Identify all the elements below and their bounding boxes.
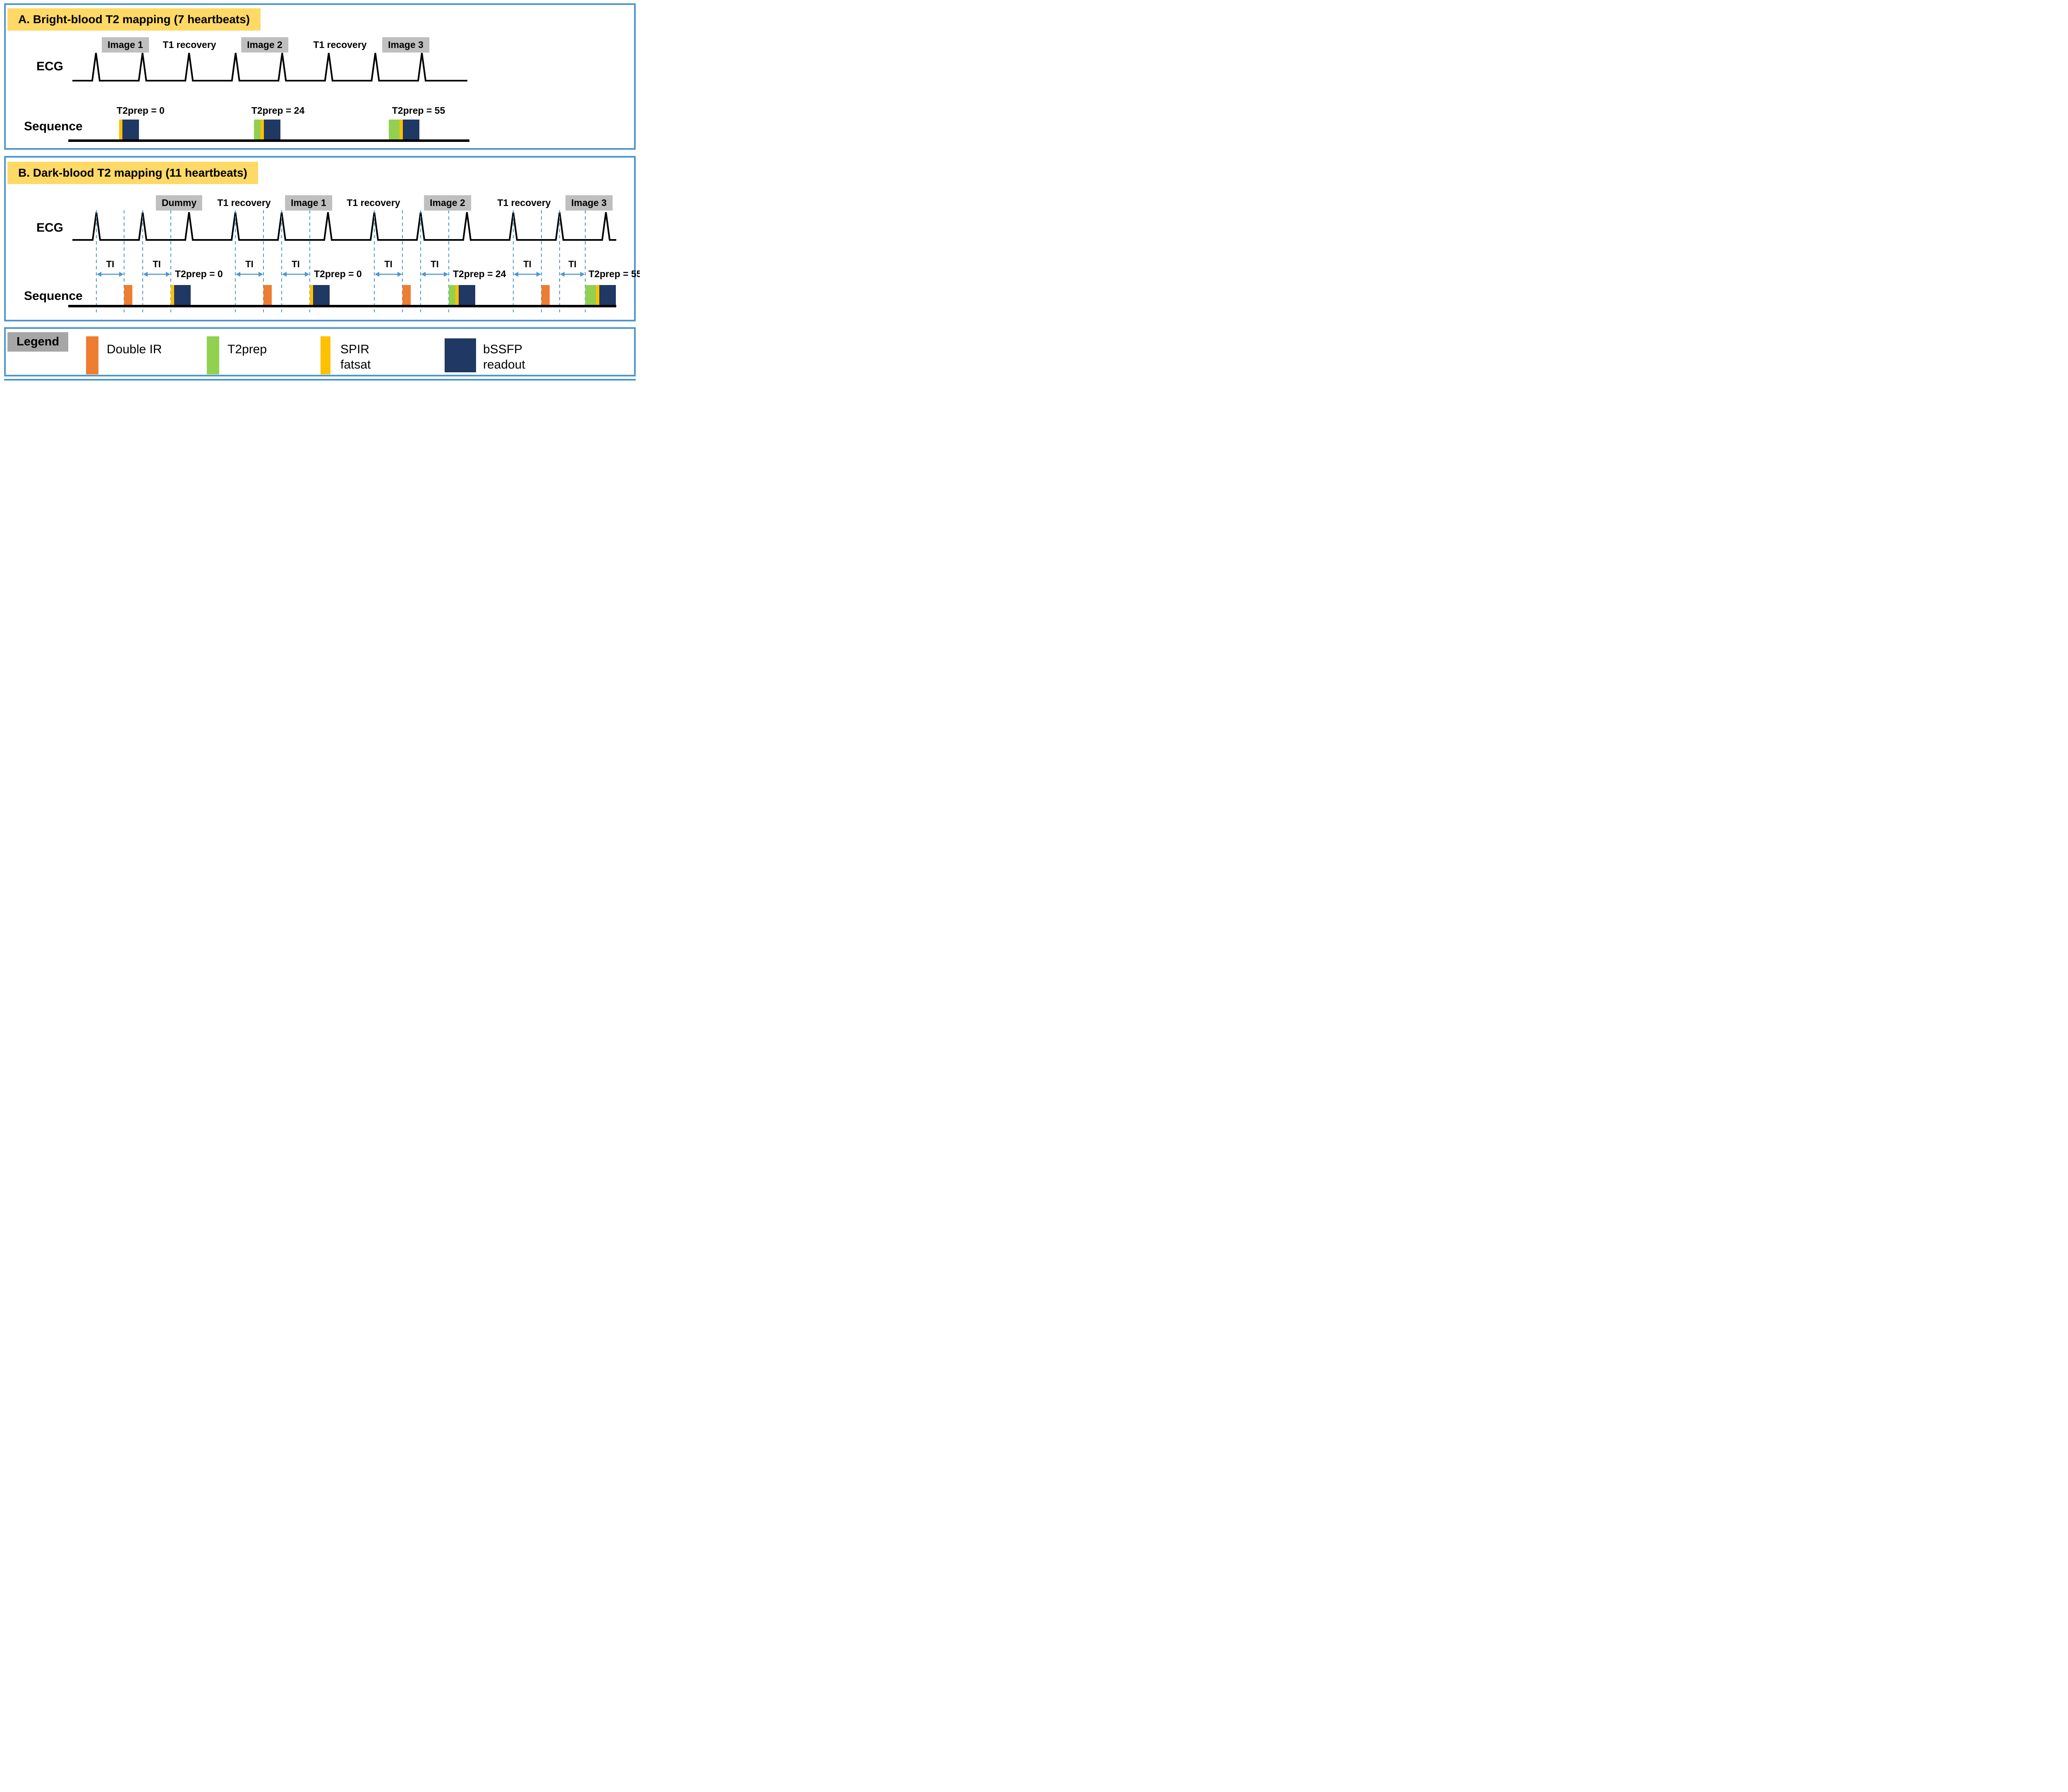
ti-label: TI [568,259,577,269]
legend-item-label: bSSFP readout [483,343,525,371]
bssfp-readout-block [122,120,139,139]
panel-b-title: B. Dark-blood T2 mapping (11 heartbeats) [7,162,258,184]
ti-arrow-head-left [375,272,379,277]
t2prep-block [389,120,400,139]
t2prep-label: T2prep = 55 [392,105,445,116]
spir-fatsat-block [400,120,403,139]
ti-arrow-head-left [514,272,518,277]
panel-b-recovery-label: T1 recovery [347,197,400,208]
sequence-baseline-b [68,305,616,307]
ti-arrow-head-right [119,272,124,277]
ti-arrow-head-right [258,272,263,277]
panel-a-image-label: Image 1 [102,37,149,53]
ti-arrow-head-left [143,272,148,277]
t2prep-block [254,120,261,139]
panel-a-image-label: Image 2 [241,37,288,53]
ti-label: TI [292,259,300,269]
spir-fatsat-swatch [321,336,330,374]
panel-b-sequence-label: Sequence [24,289,83,303]
panel-a-image-label: Image 3 [382,37,429,53]
ti-label: TI [523,259,531,269]
double-ir-block [541,285,550,305]
t2prep-label: T2prep = 0 [314,268,362,279]
diagram-canvas [72,53,616,312]
double-ir-block [124,285,132,305]
legend-title: Legend [7,332,69,352]
double-ir-block [402,285,411,305]
panel-a [4,3,636,150]
ecg-trace-b [72,212,616,241]
spir-fatsat-block [261,120,264,139]
legend-item-label: SPIR fatsat [340,343,371,371]
bottom-divider [4,379,636,381]
ti-arrow-head-left [97,272,101,277]
legend-panel [4,327,636,376]
spir-fatsat-block [171,285,174,305]
ti-arrow-head-right [305,272,309,277]
panel-b-image-label: Image 2 [424,195,471,211]
ti-arrow-head-left [236,272,240,277]
bssfp-readout-block [174,285,191,305]
figure-root: A. Bright-blood T2 mapping (7 heartbeats… [0,0,640,381]
ti-arrow-head-right [580,272,585,277]
ti-arrow-head-right [166,272,170,277]
panel-b-ecg-label: ECG [36,221,64,235]
ti-arrow-head-left [421,272,426,277]
bssfp-readout-block [459,285,475,305]
t2prep-label: T2prep = 55 [589,268,640,279]
double-ir-swatch [86,336,98,374]
ti-label: TI [384,259,393,269]
t2prep-block [585,285,596,305]
panel-b-recovery-label: T1 recovery [497,197,551,208]
ti-arrow-head-right [397,272,402,277]
panel-b-image-label: Image 1 [285,195,332,211]
bssfp-readout-swatch [445,338,476,372]
ecg-trace-a [72,53,467,81]
ti-label: TI [245,259,254,269]
ti-arrow-head-left [282,272,287,277]
bssfp-readout-block [313,285,330,305]
t2prep-block [449,285,455,305]
panel-a-title: A. Bright-blood T2 mapping (7 heartbeats… [7,8,261,31]
t2prep-label: T2prep = 0 [175,268,223,279]
sequence-baseline-a [68,139,469,142]
bssfp-readout-block [599,285,616,305]
bssfp-readout-block [264,120,280,139]
t2prep-label: T2prep = 24 [251,105,305,116]
spir-fatsat-block [310,285,313,305]
ti-arrow-head-left [560,272,565,277]
spir-fatsat-block [596,285,599,305]
panel-a-ecg-label: ECG [36,60,64,73]
panel-a-sequence-label: Sequence [24,120,83,133]
ti-label: TI [431,259,439,269]
ti-arrow-head-right [444,272,448,277]
panel-a-recovery-label: T1 recovery [163,39,216,50]
ti-label: TI [106,259,115,269]
double-ir-block [263,285,272,305]
t2prep-label: T2prep = 0 [117,105,165,116]
panel-b-image-label: Image 3 [565,195,613,211]
legend-item-label: Double IR [107,343,162,356]
spir-fatsat-block [455,285,459,305]
legend-item-label: T2prep [227,343,267,356]
panel-a-recovery-label: T1 recovery [313,39,367,50]
t2prep-swatch [207,336,219,374]
panel-b-recovery-label: T1 recovery [217,197,271,208]
panel-b-image-label: Dummy [156,195,203,211]
ti-label: TI [153,259,161,269]
spir-fatsat-block [119,120,122,139]
panel-b [4,156,636,321]
bssfp-readout-block [403,120,419,139]
ti-arrow-head-right [536,272,541,277]
t2prep-label: T2prep = 24 [453,268,506,279]
